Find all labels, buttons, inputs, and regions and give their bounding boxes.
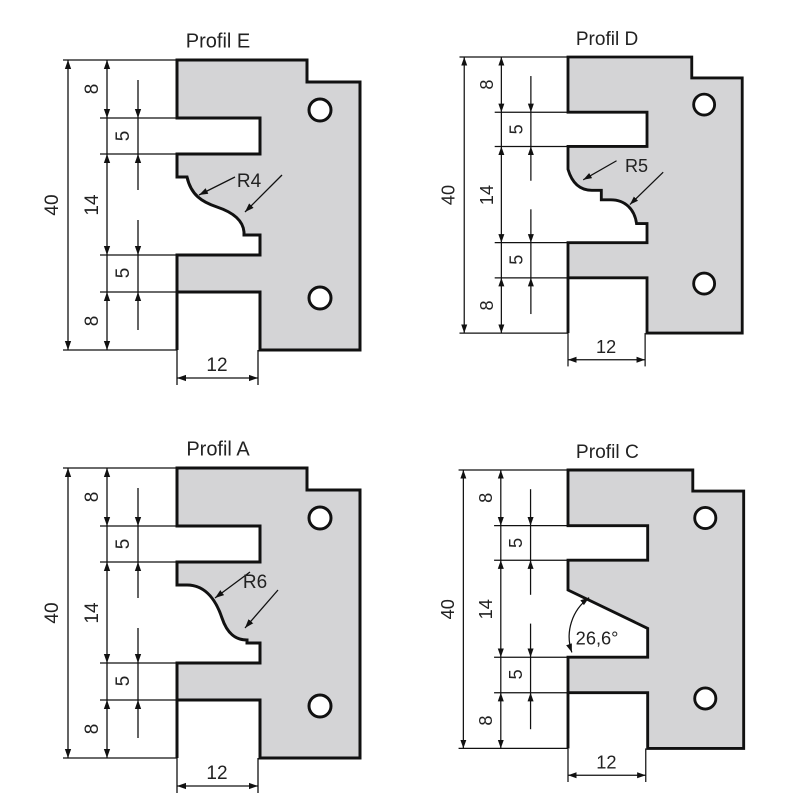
dimension-slot-bottom: 5 <box>113 676 134 687</box>
profile-e: Profil E 40 8 14 8 5 5 12 R4 <box>42 30 362 385</box>
dimension-width: 12 <box>596 752 616 773</box>
radius-label: R4 <box>237 171 262 192</box>
profile-body <box>566 55 744 335</box>
dimension-top: 8 <box>477 80 497 90</box>
dimension-bottom: 8 <box>475 715 496 725</box>
profile-title: Profil D <box>576 29 638 50</box>
dimension-slot-bottom: 5 <box>506 255 526 265</box>
dimension-bottom: 8 <box>82 724 103 735</box>
dimension-width: 12 <box>596 337 616 357</box>
dimension-middle: 14 <box>82 194 103 216</box>
mounting-hole <box>693 686 718 711</box>
dimension-slot-top: 5 <box>506 124 526 134</box>
profile-d: Profil D 40 8 14 8 5 5 12 R5 <box>439 29 744 367</box>
mounting-hole <box>307 285 333 311</box>
dimension-total: 40 <box>42 602 63 623</box>
dimension-slot-bottom: 5 <box>505 669 526 679</box>
profile-a: Profil A 40 8 14 8 5 5 12 R6 <box>42 438 362 793</box>
angle-arc <box>566 597 590 653</box>
dimension-slot-top: 5 <box>113 539 134 550</box>
radius-arrow <box>629 171 664 206</box>
dimension-slot-bottom: 5 <box>113 268 134 279</box>
radius-arrow <box>244 589 279 629</box>
dimension-bottom: 8 <box>82 316 103 327</box>
dimension-total: 40 <box>437 599 458 619</box>
mounting-hole <box>307 97 333 123</box>
dimension-top: 8 <box>82 84 103 95</box>
radius-arrow <box>198 176 236 196</box>
radius-label: R5 <box>625 156 648 176</box>
angle-label: 26,6° <box>576 628 619 649</box>
dimension-middle: 14 <box>475 599 496 619</box>
profile-title: Profil A <box>186 438 250 460</box>
profile-title: Profil E <box>186 30 250 52</box>
dimension-middle: 14 <box>477 185 497 205</box>
dimension-top: 8 <box>82 492 103 503</box>
dimension-middle: 14 <box>82 602 103 624</box>
profile-body <box>175 466 362 760</box>
mounting-hole <box>692 271 717 296</box>
profile-c: Profil C 40 8 14 8 5 5 12 26,6° <box>437 442 746 783</box>
mounting-hole <box>307 505 333 531</box>
radius-arrow <box>582 160 617 181</box>
dimension-width: 12 <box>206 355 227 376</box>
dimension-bottom: 8 <box>477 300 497 310</box>
dimension-top: 8 <box>475 493 496 503</box>
dimension-slot-top: 5 <box>113 131 134 142</box>
dimension-slot-top: 5 <box>505 538 526 548</box>
dimension-width: 12 <box>206 763 227 784</box>
radius-label: R6 <box>243 572 267 593</box>
profile-body <box>175 58 362 352</box>
radius-arrow <box>244 174 283 213</box>
profile-body <box>566 468 746 750</box>
mounting-hole <box>693 506 718 531</box>
profile-title: Profil C <box>576 442 639 463</box>
mounting-hole <box>307 693 333 719</box>
mounting-hole <box>692 92 717 117</box>
dimension-total: 40 <box>42 194 63 215</box>
radius-arrow <box>214 571 251 599</box>
dimension-total: 40 <box>439 185 459 205</box>
